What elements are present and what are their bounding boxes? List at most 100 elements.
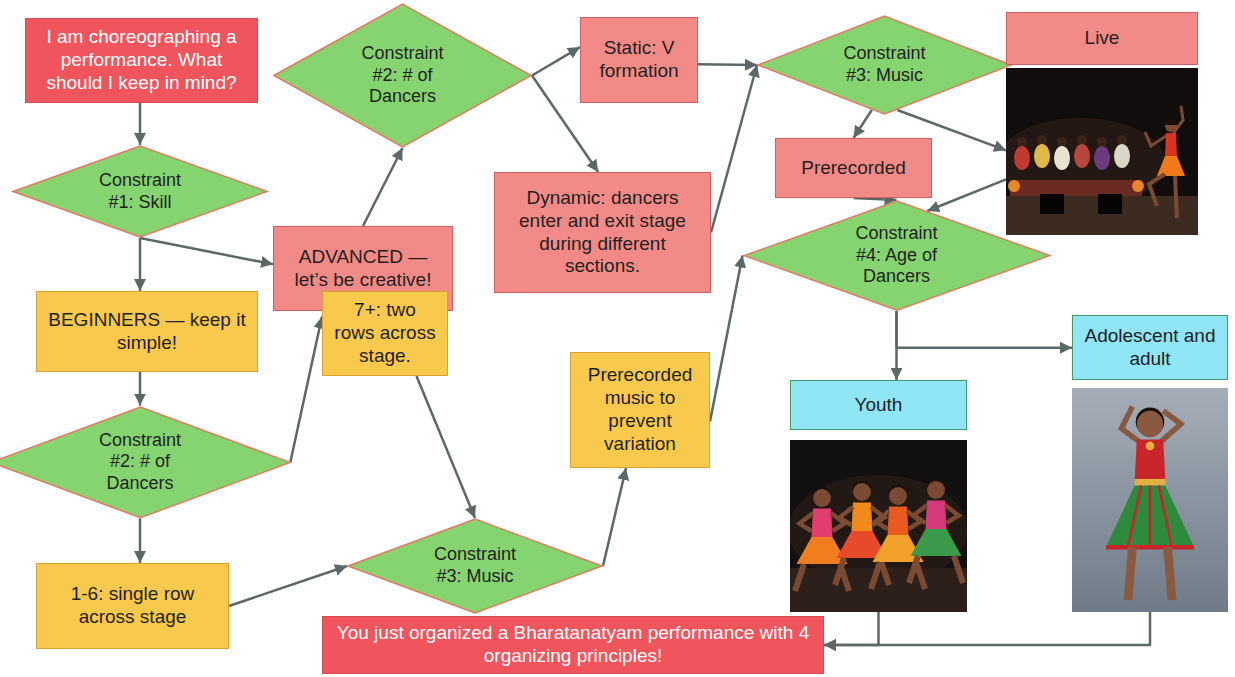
photo-shape bbox=[812, 509, 833, 538]
diamond-shape bbox=[0, 407, 289, 518]
photo-card: Youth bbox=[790, 380, 967, 612]
flow-arrow bbox=[824, 612, 879, 645]
photo-shape bbox=[797, 537, 848, 564]
dancer-figure bbox=[871, 485, 925, 589]
node-text: Prerecorded bbox=[801, 157, 906, 180]
photo-shape bbox=[1132, 180, 1144, 192]
photo-shape bbox=[1149, 174, 1165, 206]
photo-shape bbox=[1145, 132, 1169, 146]
decision-diamond: Constraint #4: Age of Dancers bbox=[743, 200, 1051, 311]
node-text: Live bbox=[1085, 27, 1120, 50]
photo-shape bbox=[1137, 411, 1163, 437]
photo-shape bbox=[888, 485, 908, 505]
flow-arrow bbox=[854, 110, 872, 138]
photo-card: Adolescent and adult bbox=[1072, 315, 1228, 612]
flow-arrow bbox=[854, 198, 897, 200]
photo-shape bbox=[911, 529, 962, 556]
photo-shape bbox=[1006, 68, 1198, 235]
photo-shape bbox=[1097, 137, 1107, 147]
photo-shape bbox=[790, 440, 967, 612]
label-box: Youth bbox=[790, 380, 967, 430]
photo-shape bbox=[1106, 545, 1194, 549]
photo-shape bbox=[1017, 137, 1027, 147]
process-box: Dynamic: dancers enter and exit stage du… bbox=[494, 172, 711, 293]
live-performance-photo bbox=[1006, 68, 1198, 235]
label-box: Adolescent and adult bbox=[1072, 315, 1228, 380]
photo-shape bbox=[1165, 120, 1177, 132]
photo-shape bbox=[1094, 146, 1110, 170]
photo-shape bbox=[926, 501, 947, 530]
photo-shape bbox=[835, 558, 889, 585]
photo-shape bbox=[927, 481, 945, 499]
photo-shape bbox=[1034, 144, 1050, 168]
process-box: BEGINNERS — keep it simple! bbox=[36, 291, 258, 372]
node-text: Constraint #2: # of Dancers bbox=[88, 430, 192, 495]
photo-shape bbox=[1006, 118, 1166, 208]
photo-shape bbox=[853, 483, 871, 501]
decision-diamond: Constraint #3: Music bbox=[757, 15, 1012, 115]
photo-card: Live bbox=[1006, 12, 1198, 235]
photo-shape bbox=[889, 487, 907, 505]
node-text: ADVANCED — let’s be creative! bbox=[284, 246, 442, 292]
photo-shape bbox=[1098, 194, 1122, 214]
process-box: Prerecorded bbox=[775, 138, 932, 198]
process-box: 1-6: single row across stage bbox=[36, 563, 229, 649]
flow-arrow bbox=[532, 47, 580, 75]
node-text: BEGINNERS — keep it simple! bbox=[47, 309, 247, 355]
photo-shape bbox=[1165, 133, 1177, 156]
photo-shape bbox=[1040, 194, 1064, 214]
process-box: You just organized a Bharatanatyam perfo… bbox=[322, 616, 824, 674]
adult-dancer-photo bbox=[1072, 388, 1228, 612]
photo-shape bbox=[813, 489, 831, 507]
photo-shape bbox=[926, 479, 946, 499]
flow-arrow bbox=[290, 317, 322, 463]
photo-shape bbox=[1157, 156, 1185, 176]
flow-arrow bbox=[895, 311, 898, 380]
photo-shape bbox=[888, 507, 909, 536]
node-text: 7+: two rows across stage. bbox=[333, 299, 437, 367]
flow-arrow bbox=[603, 468, 626, 566]
photo-shape bbox=[812, 487, 832, 507]
photo-shape bbox=[1135, 439, 1166, 481]
photo-shape bbox=[1008, 180, 1020, 192]
photo-shape bbox=[1128, 486, 1172, 548]
dancer-figure bbox=[835, 481, 889, 585]
photo-shape bbox=[800, 513, 845, 531]
photo-shape bbox=[1117, 135, 1127, 145]
flow-arrow bbox=[363, 148, 403, 226]
flow-arrow bbox=[139, 518, 142, 563]
flow-arrow bbox=[140, 238, 273, 264]
flow-arrow bbox=[698, 63, 757, 66]
photo-shape bbox=[1114, 144, 1130, 168]
photo-shape bbox=[852, 503, 873, 532]
node-text: Constraint #1: Skill bbox=[88, 170, 192, 213]
flow-arrow bbox=[417, 376, 476, 518]
node-text: Adolescent and adult bbox=[1081, 325, 1219, 371]
node-text: Constraint #3: Music bbox=[423, 544, 527, 587]
photo-shape bbox=[1128, 547, 1172, 600]
photo-shape bbox=[1135, 479, 1166, 486]
label-box: Live bbox=[1006, 12, 1198, 65]
diamond-shape bbox=[743, 201, 1049, 310]
flow-arrow bbox=[229, 566, 347, 606]
flow-arrow bbox=[927, 179, 1006, 211]
photo-shape bbox=[1165, 119, 1177, 125]
dancer-figure bbox=[1145, 106, 1185, 218]
photo-shape bbox=[1054, 146, 1070, 170]
node-text: Youth bbox=[855, 394, 903, 417]
photo-shape bbox=[1074, 144, 1090, 168]
photo-shape bbox=[1072, 388, 1228, 612]
flow-arrow bbox=[711, 65, 757, 233]
dancer-figure bbox=[1106, 406, 1194, 600]
photo-shape bbox=[1010, 180, 1142, 196]
node-text: I am choreographing a performance. What … bbox=[36, 26, 247, 94]
flow-arrow bbox=[897, 311, 1073, 348]
node-text: Prerecorded music to prevent variation bbox=[581, 364, 699, 455]
node-text: Constraint #2: # of Dancers bbox=[351, 43, 455, 108]
photo-shape bbox=[1077, 135, 1087, 145]
decision-diamond: Constraint #2: # of Dancers bbox=[0, 406, 290, 519]
photo-shape bbox=[1175, 176, 1177, 218]
musicians bbox=[1014, 135, 1130, 170]
flow-arrow bbox=[710, 256, 743, 422]
